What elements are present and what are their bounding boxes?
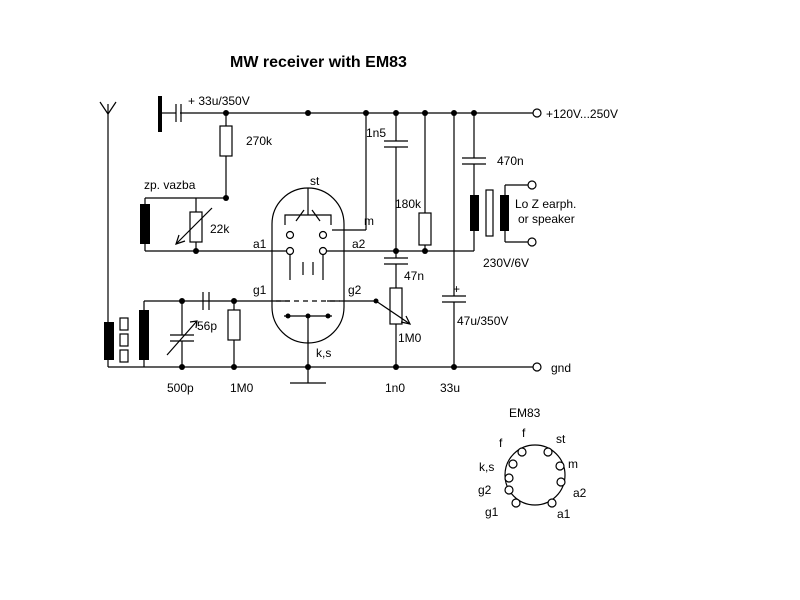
capacitor-1n5 <box>384 113 408 251</box>
earph-label-2: or speaker <box>518 212 575 226</box>
c47u-label: 47u/350V <box>457 314 508 328</box>
pin-g1: g1 <box>485 505 499 519</box>
pin-g2: g2 <box>478 483 492 497</box>
c1n0-label: 1n0 <box>385 381 405 395</box>
resistor-1m0 <box>227 301 241 367</box>
a2-label: a2 <box>352 237 366 251</box>
g1-label: g1 <box>253 283 267 297</box>
resistor-180k <box>418 113 432 251</box>
g2-label: g2 <box>348 283 362 297</box>
pin-a1: a1 <box>557 507 571 521</box>
feedback-label: zp. vazba <box>144 178 196 192</box>
cap-plus-label: + <box>453 282 460 296</box>
junction-dot <box>305 364 311 370</box>
bypass-cap-label: + 33u/350V <box>188 94 250 108</box>
junction-dot <box>422 248 428 254</box>
gnd-label: gnd <box>551 361 571 375</box>
ks-label: k,s <box>316 346 331 360</box>
trimmer-500p <box>166 301 198 367</box>
junction-dot <box>179 298 185 304</box>
output-transformer <box>425 180 537 252</box>
junction-dot <box>179 364 185 370</box>
pinout-diagram <box>504 444 566 508</box>
capacitor-56p <box>202 292 210 310</box>
transformer-label: 230V/6V <box>483 256 529 270</box>
em83-tube <box>271 187 345 344</box>
junction-dot <box>231 364 237 370</box>
antenna-coil <box>104 300 234 367</box>
pin-st: st <box>556 432 566 446</box>
pot1m0-label: 1M0 <box>398 331 422 345</box>
st-label: st <box>310 174 320 188</box>
r270k-label: 270k <box>246 134 273 148</box>
bypass-capacitor <box>158 96 182 132</box>
c500p-label: 500p <box>167 381 194 395</box>
antenna <box>99 101 117 330</box>
capacitor-47n <box>384 251 408 288</box>
capacitor-470n <box>462 113 486 195</box>
diagram-title: MW receiver with EM83 <box>230 54 407 71</box>
pin-m: m <box>568 457 578 471</box>
c1n5-label: 1n5 <box>366 126 386 140</box>
pin-a2: a2 <box>573 486 587 500</box>
r1m0-label: 1M0 <box>230 381 254 395</box>
pinout-title: EM83 <box>509 406 541 420</box>
ground-rail <box>108 340 542 384</box>
pin-f-left: f <box>499 436 503 450</box>
r22k-label: 22k <box>210 222 230 236</box>
supply-rail <box>180 108 542 118</box>
capacitor-47u <box>442 113 466 367</box>
feedback-coil <box>140 197 290 252</box>
a1-label: a1 <box>253 237 267 251</box>
c470n-label: 470n <box>497 154 524 168</box>
c56p-label: 56p <box>197 319 217 333</box>
c33u-label: 33u <box>440 381 460 395</box>
pin-f-top: f <box>522 426 526 440</box>
resistor-270k <box>219 113 233 198</box>
junction-dot <box>305 110 311 116</box>
r180k-label: 180k <box>395 197 422 211</box>
junction-dot <box>193 248 199 254</box>
m-label: m <box>364 214 374 228</box>
potentiometer-1m0 <box>327 287 412 367</box>
potentiometer-22k <box>175 207 213 251</box>
supply-label: +120V...250V <box>546 107 618 121</box>
earph-label-1: Lo Z earph. <box>515 197 576 211</box>
c47n-label: 47n <box>404 269 424 283</box>
pin-ks: k,s <box>479 460 494 474</box>
